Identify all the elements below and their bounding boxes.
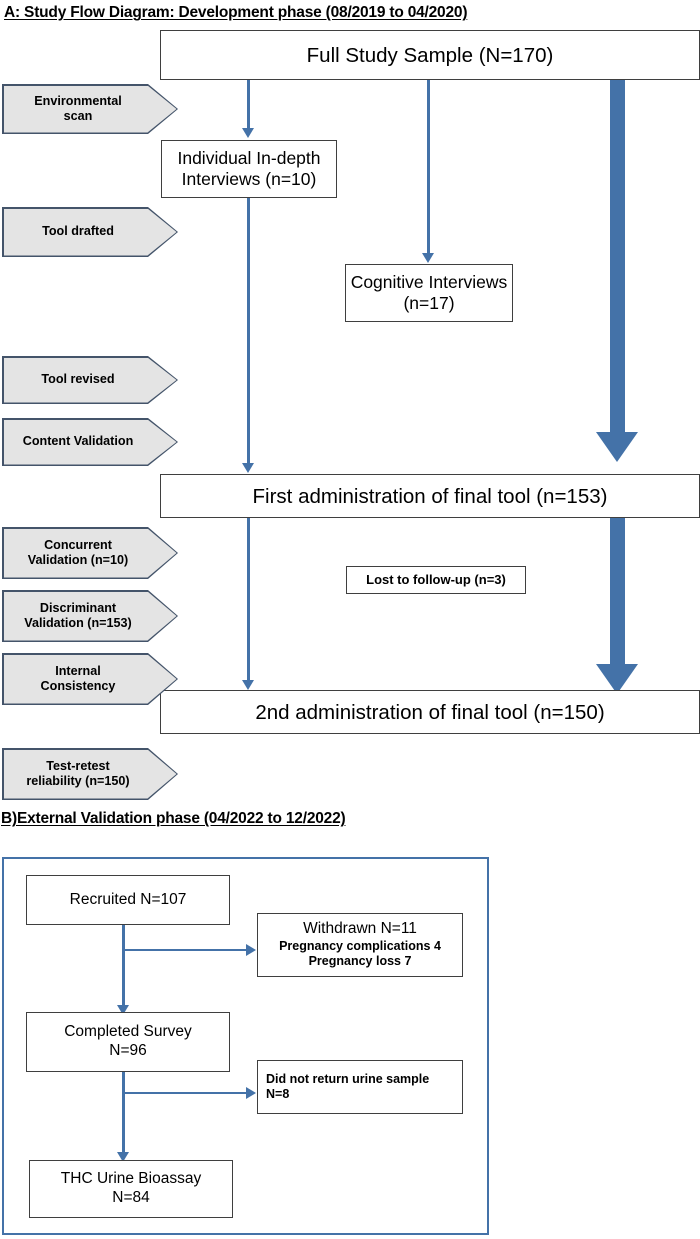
box-individual-interviews-line-1: Individual In-depth (177, 147, 321, 168)
box-lost-to-followup-line-1: Lost to follow-up (n=3) (366, 572, 506, 588)
box-individual-interviews: Individual In-depth Interviews (n=10) (161, 140, 337, 198)
panel-b-title: B)External Validation phase (04/2022 to … (1, 810, 346, 827)
stage-chevron-tool-revised: Tool revised (2, 356, 178, 404)
connector-completed-to-no-urine (122, 1092, 248, 1095)
stage-chevron-7-line-2: Consistency (40, 679, 116, 693)
stage-chevron-6-line-2: Validation (n=153) (24, 616, 132, 630)
stage-chevron-8-line-1: Test-retest (46, 758, 110, 773)
stage-chevron-7-line-1: Internal (55, 663, 101, 678)
box-no-urine-sample-line-1: Did not return urine sample (266, 1071, 430, 1086)
box-recruited: Recruited N=107 (26, 875, 230, 925)
box-cognitive-interviews-line-2: (n=17) (403, 293, 455, 313)
box-withdrawn-line-3: Pregnancy loss 7 (308, 954, 412, 969)
stage-chevron-label-7: Internal Consistency (4, 655, 177, 704)
box-completed-survey-line-1: Completed Survey (64, 1023, 192, 1041)
stage-chevron-1-line-1: Environmental (34, 93, 122, 108)
arrowhead-recruited-to-withdrawn (246, 944, 256, 956)
stage-chevron-5-line-1: Concurrent (44, 537, 112, 552)
stage-chevron-label-5: Concurrent Validation (n=10) (4, 529, 177, 578)
connector-completed-to-bioassay (122, 1072, 125, 1155)
arrowhead-completed-to-no-urine (246, 1087, 256, 1099)
thick-arrow-head-to-first-admin (596, 432, 638, 462)
stage-chevron-2-line-1: Tool drafted (42, 224, 114, 239)
box-withdrawn: Withdrawn N=11 Pregnancy complications 4… (257, 913, 463, 977)
box-recruited-line-1: Recruited N=107 (69, 890, 187, 908)
arrowhead-completed-to-bioassay (117, 1152, 129, 1162)
box-cognitive-interviews-line-1: Cognitive Interviews (350, 271, 508, 292)
connector-full-to-cognitive (427, 80, 430, 255)
box-individual-interviews-line-2: Interviews (n=10) (181, 169, 317, 189)
stage-chevron-content-validation: Content Validation (2, 418, 178, 466)
connector-individual-to-first-admin (247, 198, 250, 466)
box-completed-survey-line-2: N=96 (109, 1042, 147, 1059)
box-no-urine-sample: Did not return urine sample N=8 (257, 1060, 463, 1114)
stage-chevron-8-line-2: reliability (n=150) (26, 774, 130, 788)
arrowhead-full-to-cognitive (422, 253, 434, 263)
box-first-administration-line-1: First administration of final tool (n=15… (252, 484, 608, 508)
stage-chevron-4-line-1: Content Validation (22, 434, 134, 449)
stage-chevron-label-8: Test-retest reliability (n=150) (4, 750, 177, 799)
stage-chevron-5-line-2: Validation (n=10) (27, 553, 129, 567)
box-thc-urine-bioassay: THC Urine Bioassay N=84 (29, 1160, 233, 1218)
thick-arrow-shaft-to-first-admin (610, 80, 625, 432)
stage-chevron-1-line-2: scan (63, 109, 93, 123)
stage-chevron-tool-drafted: Tool drafted (2, 207, 178, 257)
thick-arrow-head-to-second-admin (596, 664, 638, 694)
stage-chevron-environmental-scan: Environmental scan (2, 84, 178, 134)
stage-chevron-label-2: Tool drafted (4, 209, 177, 256)
panel-a-title: A: Study Flow Diagram: Development phase… (4, 4, 468, 21)
stage-chevron-label-4: Content Validation (4, 420, 177, 465)
connector-recruited-to-withdrawn (122, 949, 248, 952)
connector-first-to-second-admin (247, 518, 250, 683)
box-full-study-sample: Full Study Sample (N=170) (160, 30, 700, 80)
connector-full-to-individual (247, 80, 250, 130)
box-withdrawn-line-2: Pregnancy complications 4 (279, 939, 441, 954)
arrowhead-first-to-second-admin (242, 680, 254, 690)
stage-chevron-test-retest-reliability: Test-retest reliability (n=150) (2, 748, 178, 800)
box-first-administration: First administration of final tool (n=15… (160, 474, 700, 518)
box-lost-to-followup: Lost to follow-up (n=3) (346, 566, 526, 594)
box-second-administration: 2nd administration of final tool (n=150) (160, 690, 700, 734)
box-thc-urine-bioassay-line-1: THC Urine Bioassay (60, 1170, 202, 1188)
stage-chevron-concurrent-validation: Concurrent Validation (n=10) (2, 527, 178, 579)
stage-chevron-discriminant-validation: Discriminant Validation (n=153) (2, 590, 178, 642)
arrowhead-individual-to-first-admin (242, 463, 254, 473)
box-full-study-sample-line-1: Full Study Sample (N=170) (306, 43, 554, 67)
arrowhead-recruited-to-completed (117, 1005, 129, 1015)
box-thc-urine-bioassay-line-2: N=84 (112, 1189, 150, 1206)
box-cognitive-interviews: Cognitive Interviews (n=17) (345, 264, 513, 322)
box-second-administration-line-1: 2nd administration of final tool (n=150) (255, 700, 605, 724)
stage-chevron-internal-consistency: Internal Consistency (2, 653, 178, 705)
stage-chevron-label-3: Tool revised (4, 358, 177, 403)
thick-arrow-shaft-to-second-admin (610, 517, 625, 669)
connector-recruited-to-completed (122, 925, 125, 1009)
box-withdrawn-line-1: Withdrawn N=11 (303, 920, 417, 938)
stage-chevron-label-1: Environmental scan (4, 86, 177, 133)
arrowhead-full-to-individual (242, 128, 254, 138)
box-completed-survey: Completed Survey N=96 (26, 1012, 230, 1072)
stage-chevron-6-line-1: Discriminant (39, 600, 117, 615)
box-no-urine-sample-line-2: N=8 (266, 1087, 290, 1101)
stage-chevron-3-line-1: Tool revised (41, 372, 115, 387)
stage-chevron-label-6: Discriminant Validation (n=153) (4, 592, 177, 641)
